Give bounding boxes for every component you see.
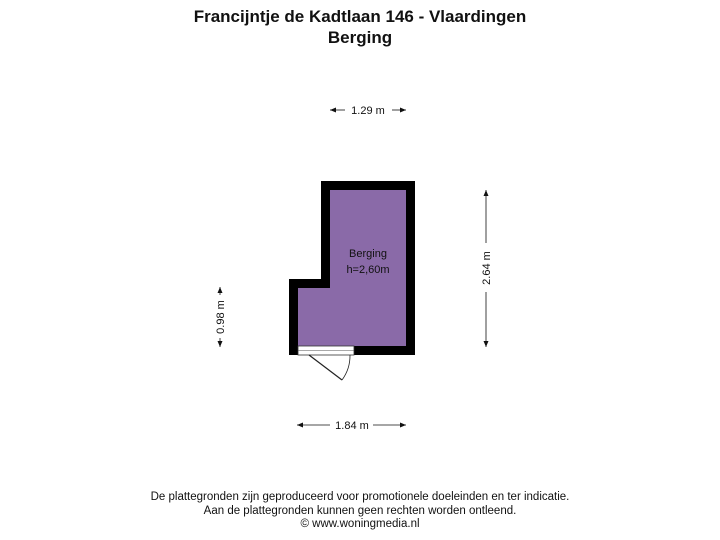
plan-title-address: Francijntje de Kadtlaan 146 - Vlaardinge… [193, 7, 527, 26]
dimension-right-height: 2.64 m [481, 190, 493, 347]
dimension-right-label: 2.64 m [481, 251, 493, 285]
door [297, 345, 355, 381]
disclaimer-line-2: Aan de plattegronden kunnen geen rechten… [203, 505, 517, 517]
disclaimer-line-1: De plattegronden zijn geproduceerd voor … [150, 491, 570, 503]
dimension-bottom-width: 1.84 m [297, 420, 406, 432]
floor-plan: Berging h=2,60m 1.29 m 1.84 m 2.64 m 0.9… [215, 105, 493, 432]
copyright-link[interactable]: © www.woningmedia.nl [300, 518, 420, 530]
plan-title-floor: Berging [327, 28, 393, 47]
dimension-left-label: 0.98 m [215, 300, 227, 334]
room-berging [298, 190, 406, 346]
dimension-top-label: 1.29 m [351, 105, 385, 117]
room-label: Berging [349, 248, 387, 260]
dimension-left-height: 0.98 m [215, 287, 227, 347]
dimension-bottom-label: 1.84 m [335, 420, 369, 432]
room-height-label: h=2,60m [346, 264, 389, 276]
dimension-top-width: 1.29 m [330, 105, 406, 117]
